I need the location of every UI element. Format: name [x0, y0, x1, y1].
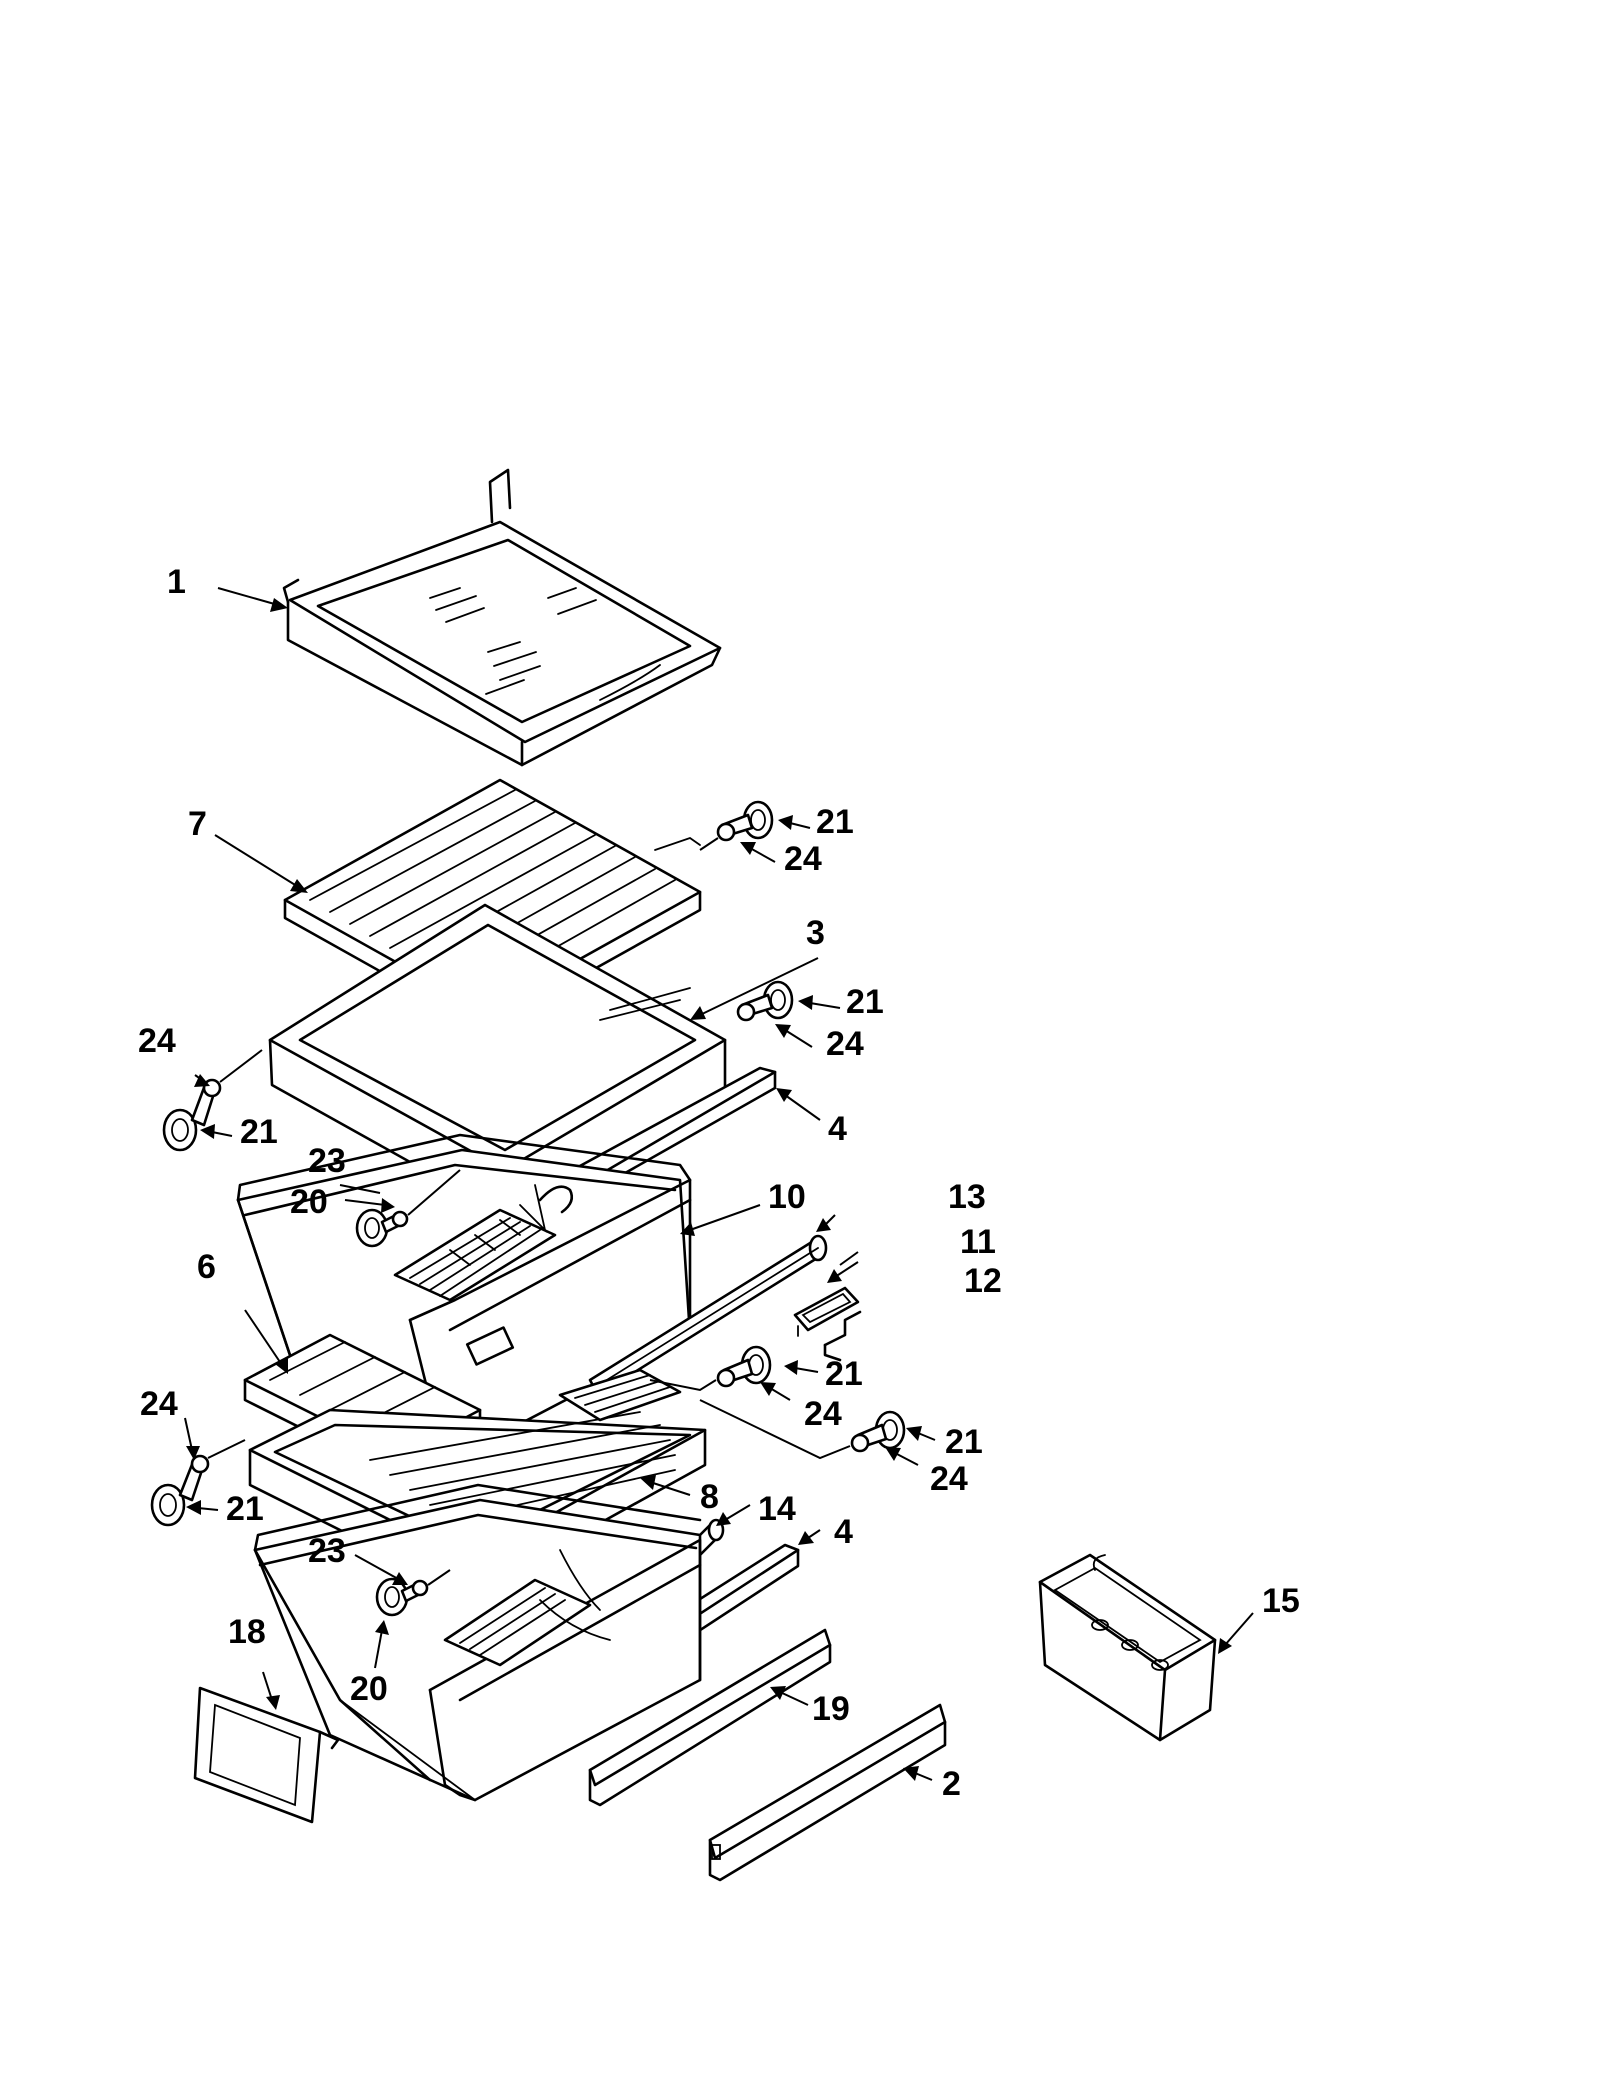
callout-1: 1	[167, 563, 186, 601]
callout-labels: 1 7 21 24 3 21 24 24 21 4 23 20 10 13 11…	[138, 563, 1300, 1803]
callout-21: 21	[816, 803, 854, 841]
glass-reflection-marks	[429, 587, 597, 695]
fastener-set-lower-left	[150, 1439, 246, 1527]
callout-13: 13	[948, 1178, 986, 1216]
callout-21: 21	[846, 983, 884, 1021]
callout-24: 24	[138, 1022, 176, 1060]
callout-12: 12	[964, 1262, 1002, 1300]
fastener-set-mid-right-2	[699, 1399, 906, 1460]
callout-2: 2	[942, 1765, 961, 1803]
callout-21: 21	[240, 1113, 278, 1151]
part-19-front-trim	[588, 1628, 832, 1807]
part-15-bin	[1038, 1553, 1217, 1742]
callout-7: 7	[188, 805, 207, 843]
fastener-set-upper-right-2	[736, 980, 794, 1022]
part-2-trim-strip	[708, 1703, 947, 1882]
callout-14: 14	[758, 1490, 796, 1528]
callout-19: 19	[812, 1690, 850, 1728]
part-11-humidity-control	[793, 1286, 860, 1337]
callout-3: 3	[806, 914, 825, 952]
fastener-set-mid-right-1	[649, 1345, 772, 1392]
callout-4: 4	[828, 1110, 847, 1148]
leader-lines	[184, 587, 1254, 1781]
callout-21: 21	[945, 1423, 983, 1461]
callout-8: 8	[700, 1478, 719, 1516]
part-12-control-clip	[823, 1310, 862, 1362]
callout-4: 4	[834, 1513, 853, 1551]
callout-6: 6	[197, 1248, 216, 1286]
lower-frame-grille	[558, 1368, 682, 1422]
drawer-roller-lower	[375, 1569, 451, 1617]
callout-23: 23	[308, 1142, 346, 1180]
callout-24: 24	[784, 840, 822, 878]
callout-24: 24	[826, 1025, 864, 1063]
fastener-set-upper-right-1	[699, 800, 774, 851]
callout-24: 24	[930, 1460, 968, 1498]
callout-23: 23	[308, 1532, 346, 1570]
part-1-glass-shelf	[282, 468, 722, 767]
callout-24: 24	[804, 1395, 842, 1433]
callout-20: 20	[290, 1183, 328, 1221]
callout-21: 21	[226, 1490, 264, 1528]
drawer-roller-upper	[355, 1169, 461, 1248]
callout-10: 10	[768, 1178, 806, 1216]
callout-11: 11	[960, 1223, 996, 1261]
lower-crisper-drawer	[253, 1483, 702, 1802]
part-18-door-label	[193, 1686, 340, 1824]
drawer-vent-grille	[393, 1208, 557, 1302]
callout-18: 18	[228, 1613, 266, 1651]
callout-24: 24	[140, 1385, 178, 1423]
callout-21: 21	[825, 1355, 863, 1393]
callout-15: 15	[1262, 1582, 1300, 1620]
callout-20: 20	[350, 1670, 388, 1708]
